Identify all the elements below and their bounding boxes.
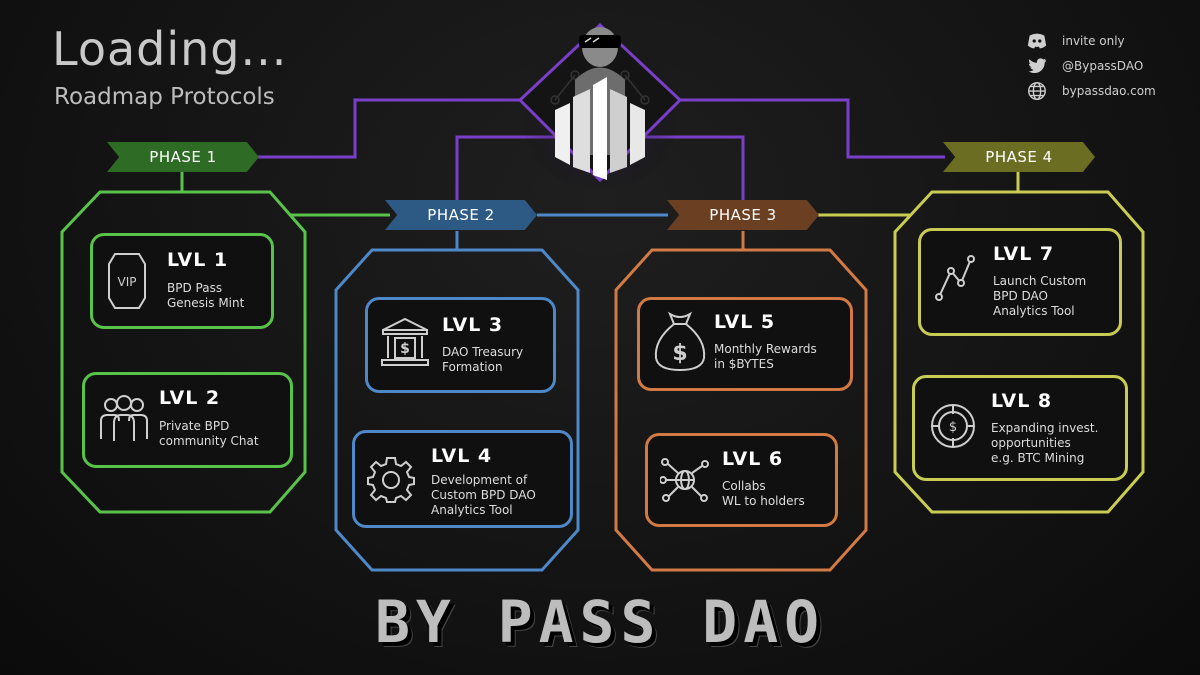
level-card-2: LVL 2 Private BPD community Chat	[82, 372, 293, 468]
level-6-desc: Collabs WL to holders	[722, 479, 805, 508]
phase-4-frame	[893, 190, 1145, 514]
level-8-title: LVL 8	[991, 390, 1053, 412]
social-discord[interactable]: invite only	[1026, 30, 1150, 52]
bank-icon: $	[381, 317, 429, 366]
level-8-desc: Expanding invest. opportunities e.g. BTC…	[991, 421, 1099, 465]
level-1-desc: BPD Pass Genesis Mint	[167, 281, 245, 310]
social-discord-label: invite only	[1062, 34, 1125, 48]
level-card-6: LVL 6 Collabs WL to holders	[645, 433, 838, 527]
level-2-title: LVL 2	[159, 387, 221, 409]
level-3-desc: DAO Treasury Formation	[442, 345, 524, 374]
social-twitter[interactable]: @BypassDAO	[1026, 55, 1150, 77]
level-5-title: LVL 5	[714, 311, 776, 333]
level-5-desc: Monthly Rewards in $BYTES	[714, 342, 817, 371]
discord-icon	[1027, 33, 1047, 49]
target-coin-icon: $	[931, 404, 975, 448]
level-card-8: $ LVL 8 Expanding invest. opportunities …	[912, 375, 1128, 481]
vip-badge-text: VIP	[118, 275, 137, 289]
level-4-title: LVL 4	[431, 445, 493, 467]
people-icon	[100, 395, 148, 441]
social-twitter-label: @BypassDAO	[1062, 59, 1144, 73]
level-2-desc: Private BPD community Chat	[159, 419, 259, 448]
phase-4-tag: PHASE 4	[943, 142, 1095, 172]
level-7-desc: Launch Custom BPD DAO Analytics Tool	[993, 274, 1087, 318]
twitter-icon	[1028, 58, 1047, 74]
level-card-4: LVL 4 Development of Custom BPD DAO Anal…	[352, 430, 573, 528]
phase-1-frame	[60, 190, 307, 514]
gear-icon	[367, 457, 415, 503]
brand-wordmark: BY PASS DAO	[374, 588, 826, 656]
level-4-desc: Development of Custom BPD DAO Analytics …	[431, 473, 536, 517]
social-website[interactable]: bypassdao.com	[1026, 80, 1156, 102]
money-bag-icon: $	[654, 311, 706, 372]
globe-icon	[1028, 82, 1046, 100]
level-3-title: LVL 3	[442, 314, 504, 336]
svg-text:$: $	[949, 420, 957, 435]
level-6-title: LVL 6	[722, 448, 784, 470]
level-card-1: VIP LVL 1 BPD Pass Genesis Mint	[90, 233, 274, 329]
level-card-3: $ LVL 3 DAO Treasury Formation	[365, 297, 556, 393]
level-card-7: LVL 7 Launch Custom BPD DAO Analytics To…	[918, 228, 1122, 336]
level-card-5: $ LVL 5 Monthly Rewards in $BYTES	[637, 297, 853, 391]
phase-2-frame	[334, 248, 580, 572]
page-subtitle: Roadmap Protocols	[54, 84, 275, 110]
phase-3-tag: PHASE 3	[667, 200, 819, 230]
vip-badge-icon: VIP	[108, 253, 146, 309]
social-website-label: bypassdao.com	[1062, 84, 1156, 98]
svg-text:$: $	[672, 341, 687, 366]
phase-2-tag: PHASE 2	[385, 200, 537, 230]
line-chart-icon	[935, 255, 975, 301]
level-7-title: LVL 7	[993, 243, 1055, 265]
page-title: Loading...	[52, 22, 288, 76]
center-logo	[517, 22, 683, 185]
svg-text:$: $	[400, 341, 410, 357]
phase-1-tag: PHASE 1	[107, 142, 259, 172]
network-globe-icon	[660, 458, 709, 502]
level-1-title: LVL 1	[167, 249, 229, 271]
phase-3-frame	[614, 248, 868, 572]
